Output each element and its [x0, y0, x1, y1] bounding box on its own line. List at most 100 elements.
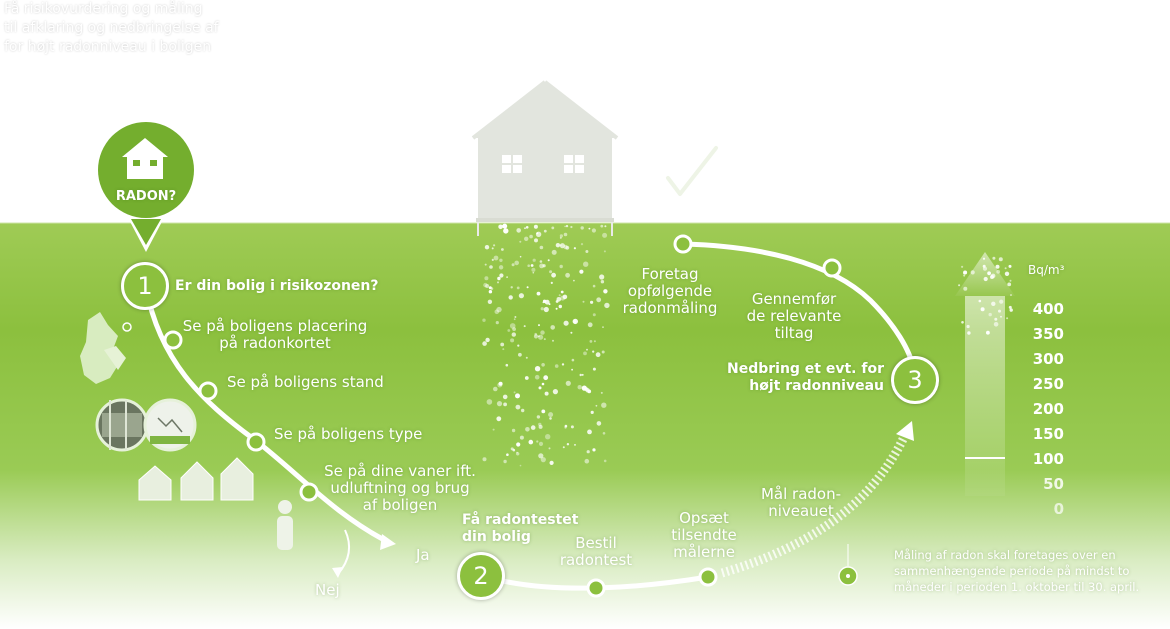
radon-particle	[515, 404, 521, 410]
radon-particle	[573, 247, 577, 250]
person-icon	[277, 500, 293, 550]
crack-icon	[143, 398, 197, 452]
radon-particle	[513, 391, 516, 394]
radon-particle	[1009, 279, 1012, 282]
radon-particle	[519, 464, 522, 467]
step3-nodes	[673, 234, 842, 278]
radon-particle	[560, 290, 564, 294]
radon-particle	[488, 290, 493, 294]
radon-particle	[524, 227, 526, 230]
radon-particle	[538, 334, 544, 340]
radon-particle	[600, 391, 603, 394]
step3-number: 3	[891, 356, 939, 404]
radon-particle	[525, 226, 529, 229]
radon-particle	[561, 363, 565, 366]
step1-nodes	[163, 330, 319, 502]
radon-particle	[498, 265, 504, 270]
radon-particle	[539, 263, 544, 269]
radon-particle	[559, 236, 562, 239]
radon-particle	[592, 448, 596, 452]
radon-particle	[587, 322, 593, 328]
radon-particle	[564, 225, 566, 228]
radon-particle	[574, 444, 576, 446]
radon-particle	[536, 291, 541, 296]
radon-particles	[482, 223, 1013, 467]
radon-particle	[499, 273, 504, 278]
radon-particle	[570, 425, 574, 429]
radon-particle	[1008, 264, 1012, 268]
radon-particle	[591, 228, 597, 233]
step3-path	[680, 241, 917, 373]
radon-particle	[1007, 282, 1012, 287]
radon-particle	[540, 457, 546, 463]
radon-particle	[571, 368, 573, 371]
radon-particle	[485, 337, 490, 343]
yes-arrow	[380, 534, 396, 550]
radon-particle	[559, 234, 564, 238]
radon-particle	[518, 352, 522, 357]
radon-particle	[483, 282, 488, 288]
radon-particle	[484, 263, 487, 266]
radon-particle	[601, 402, 607, 408]
denmark-map-icon	[80, 312, 132, 384]
radon-particle	[530, 264, 534, 267]
radon-particle	[555, 243, 561, 248]
radon-particle	[572, 318, 578, 325]
radon-particle	[961, 321, 964, 324]
radon-particle	[543, 375, 549, 381]
radon-particle	[487, 299, 493, 304]
house-type-icon	[138, 457, 254, 501]
radon-particle	[540, 330, 545, 335]
scale-level: 0	[1053, 500, 1064, 518]
radon-particle	[510, 338, 515, 343]
radon-particle	[580, 226, 584, 230]
radon-particle	[514, 316, 517, 318]
radon-particle	[543, 306, 549, 313]
radon-particle	[593, 340, 596, 343]
step2-item-setup: Opsæt tilsendte målerne	[671, 509, 737, 561]
radon-particle	[552, 389, 559, 395]
radon-particle	[1008, 305, 1012, 309]
radon-particle	[551, 226, 555, 230]
header-text: Få risikovurdering og måling til afklari…	[4, 1, 219, 55]
radon-particle	[484, 276, 489, 281]
radon-particle	[963, 274, 966, 277]
radon-particle	[502, 223, 508, 229]
radon-particle	[603, 459, 607, 463]
radon-particle	[482, 457, 487, 462]
radon-particle	[524, 236, 529, 241]
measurement-note: Måling af radon skal foretages over en s…	[894, 548, 1140, 594]
radon-particle	[525, 427, 530, 432]
radon-particle	[581, 385, 587, 391]
radon-particle	[563, 320, 569, 326]
radon-particle	[542, 299, 547, 303]
radon-particle	[590, 410, 594, 414]
radon-particle	[584, 458, 590, 464]
house-icon	[122, 138, 168, 179]
radon-particle	[589, 340, 593, 343]
radon-particle	[995, 264, 1000, 269]
radon-particle	[538, 422, 542, 427]
radon-particle	[592, 284, 596, 288]
radon-particle	[587, 429, 592, 435]
scale-level: 350	[1032, 325, 1064, 343]
radon-particle	[570, 225, 573, 229]
step3-item-followup: Foretag opfølgende radonmåling	[622, 265, 718, 317]
radon-particle	[603, 289, 608, 294]
radon-particle	[579, 373, 582, 377]
radon-particle	[590, 300, 594, 304]
radon-particle	[491, 258, 494, 261]
radon-particle	[580, 243, 584, 246]
radon-particle	[498, 224, 503, 230]
checkmark-icon	[666, 146, 718, 196]
radon-particle	[527, 264, 530, 268]
step3-item-actions: Gennemfør de relevante tiltag	[746, 290, 842, 342]
radiation-icon	[838, 544, 858, 586]
radon-particle	[525, 356, 528, 359]
scale-unit: Bq/m³	[1028, 263, 1065, 277]
radon-particle	[516, 228, 521, 233]
radon-particle	[599, 274, 605, 280]
radon-particle	[556, 297, 562, 302]
